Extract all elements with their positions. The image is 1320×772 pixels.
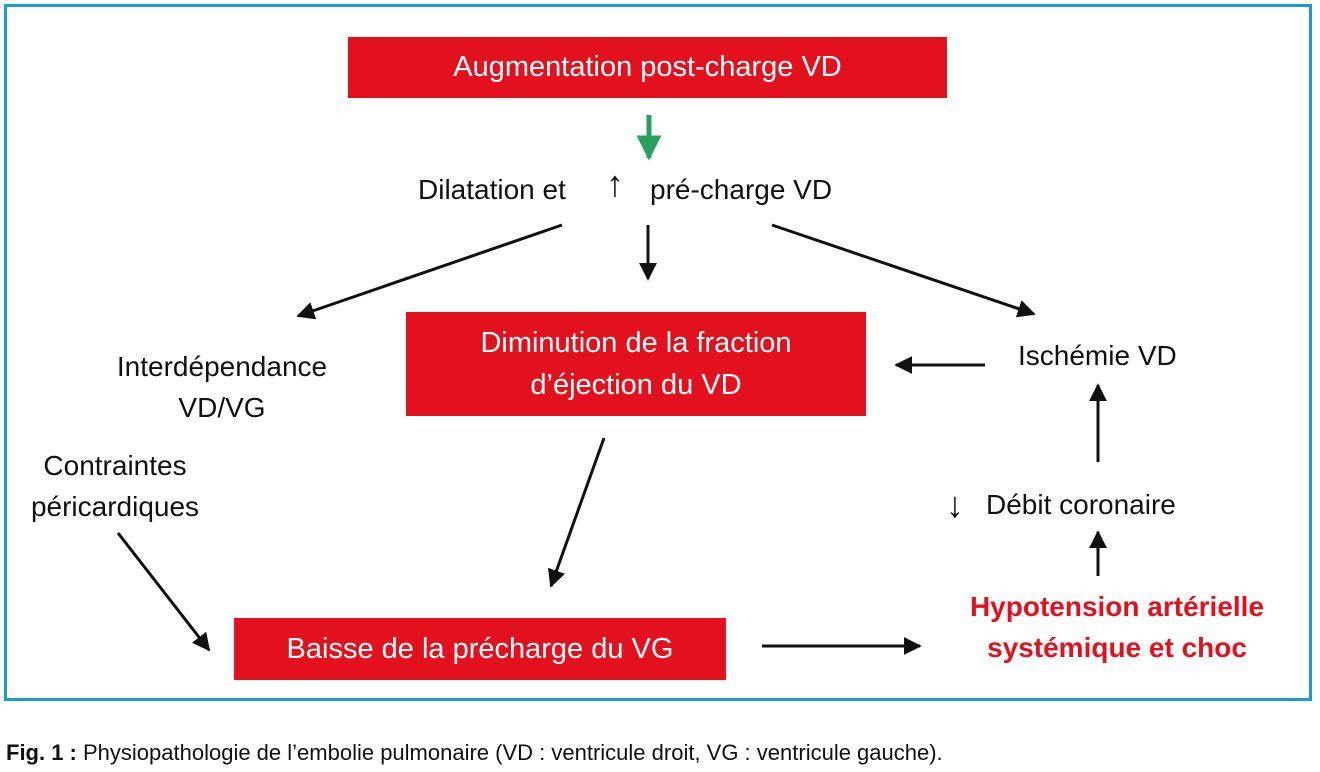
up-arrow-icon: ↑ bbox=[606, 163, 624, 204]
node-diminution-line2: d’éjection du VD bbox=[530, 369, 742, 401]
node-baisse: Baisse de la précharge du VG bbox=[234, 618, 726, 680]
node-contraintes: Contraintes péricardiques bbox=[12, 446, 218, 527]
node-hypotension-line2: systémique et choc bbox=[987, 631, 1247, 663]
figure-caption: Fig. 1 : Physiopathologie de l’embolie p… bbox=[6, 740, 943, 766]
node-diminution: Diminution de la fraction d’éjection du … bbox=[406, 312, 866, 416]
node-dilatation-right: pré-charge VD bbox=[650, 174, 833, 205]
figure-caption-label: Fig. 1 : bbox=[6, 740, 77, 765]
node-contraintes-line1: Contraintes bbox=[43, 450, 187, 481]
node-hypotension-line1: Hypotension artérielle bbox=[969, 591, 1265, 622]
figure-caption-text: Physiopathologie de l’embolie pulmonaire… bbox=[76, 740, 943, 765]
diagram-frame bbox=[4, 4, 1312, 701]
node-diminution-line1: Diminution de la fraction bbox=[480, 326, 792, 359]
node-augmentation: Augmentation post-charge VD bbox=[348, 37, 947, 98]
node-interdependance-line2: VD/VG bbox=[178, 391, 266, 423]
arrow-diminution-to-baisse bbox=[547, 437, 606, 588]
node-contraintes-line2: péricardiques bbox=[30, 490, 200, 522]
arrow-dilatation-to-interdependance bbox=[296, 223, 563, 320]
node-augmentation-label: Augmentation post-charge VD bbox=[453, 51, 842, 84]
arrow-dilatation-to-ischemie bbox=[771, 223, 1036, 318]
node-interdependance-line1: Interdépendance bbox=[116, 351, 328, 382]
arrow-contraintes-to-baisse bbox=[116, 532, 211, 652]
node-baisse-label: Baisse de la précharge du VG bbox=[286, 632, 674, 665]
node-interdependance: Interdépendance VD/VG bbox=[96, 347, 348, 428]
node-hypotension: Hypotension artérielle systémique et cho… bbox=[940, 587, 1294, 668]
node-debit: Débit coronaire bbox=[986, 489, 1176, 520]
down-arrow-icon: ↓ bbox=[946, 484, 964, 525]
node-ischemie: Ischémie VD bbox=[1018, 340, 1177, 371]
node-dilatation-left: Dilatation et bbox=[418, 174, 566, 205]
